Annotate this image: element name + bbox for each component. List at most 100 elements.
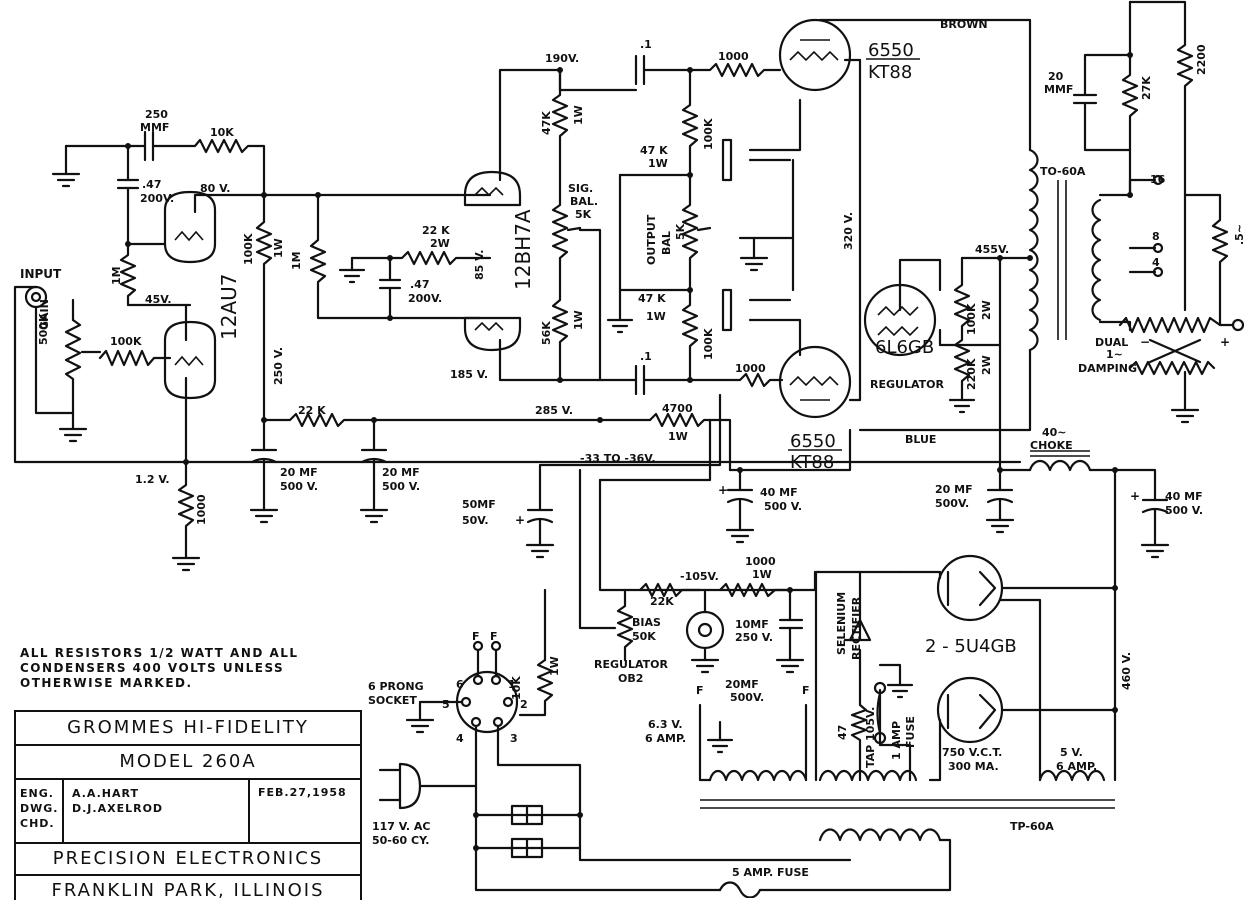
c20mf-b-label: 20 MF (382, 466, 420, 479)
r100k-grid-label: 100K (110, 335, 142, 348)
fil5-label: 5 V. (1060, 746, 1083, 759)
v455-label: 455V. (975, 243, 1009, 256)
r100k-a-label: 100K (702, 118, 715, 150)
r1m-b-label: 1M (290, 251, 303, 270)
input-label: INPUT (20, 267, 62, 281)
r2200-label: 2200 (1195, 44, 1208, 75)
c47a-volt: 200V. (140, 192, 174, 205)
pin-f1: F (472, 630, 480, 643)
note-line-2: CONDENSERS 400 VOLTS UNLESS (20, 661, 285, 675)
r4700-watt: 1W (668, 430, 688, 443)
c20mmf-label: 20 (1048, 70, 1064, 83)
r100k2w-label: 100K (965, 303, 978, 335)
selenium-2: RECTIFIER (850, 596, 863, 660)
r100k-b-label: 100K (702, 328, 715, 360)
c1b-label: .1 (640, 350, 652, 363)
c50mf-label: 50MF (462, 498, 496, 511)
r1000-b-label: 1000 (735, 362, 766, 375)
r47k1w-c-label: 47 K (638, 292, 666, 305)
c20mf-a-label: 20 MF (280, 466, 318, 479)
resistor-notes: ALL RESISTORS 1/2 WATT AND ALL CONDENSER… (20, 646, 350, 691)
tp60a-label: TP-60A (1010, 820, 1054, 833)
r47k1w-b-watt: 1W (648, 157, 668, 170)
r47-label: 47 (836, 725, 849, 740)
bias-label: BIAS (632, 616, 661, 629)
pin-6: 6 (456, 678, 464, 691)
labels: INPUT GAIN 500K 250 MMF 10K .47 200V. 80… (20, 18, 1246, 879)
r1000-cath-label: 1000 (195, 494, 208, 525)
fuse1-2: FUSE (904, 716, 917, 748)
junctions (125, 52, 1133, 851)
sig-bal-3: 5K (575, 208, 592, 221)
tube-6550-top: 6550 (868, 40, 914, 61)
c20mmf-unit: MMF (1044, 83, 1073, 96)
r10k-label: 10K (210, 126, 234, 139)
c20mf-b-volt: 500 V. (382, 480, 420, 493)
r4700-label: 4700 (662, 402, 693, 415)
tube-6l6gb: 6L6GB (875, 337, 934, 358)
fil-f-left: F (696, 684, 704, 697)
title-model: MODEL 260A (16, 746, 360, 780)
socket-label-2: SOCKET (368, 694, 417, 707)
eng-label: ENG. (20, 787, 54, 800)
v45-label: 45V. (145, 293, 172, 306)
pin-5: 5 (442, 698, 450, 711)
c40mf-b-plus: + (1130, 489, 1140, 503)
c20mf-c-volt: 500V. (935, 497, 969, 510)
v105-label: -105V. (680, 570, 719, 583)
c1a-label: .1 (640, 38, 652, 51)
v285-label: 285 V. (535, 404, 573, 417)
drawing-date: FEB.27,1958 (258, 786, 347, 799)
c20mf-a-volt: 500 V. (280, 480, 318, 493)
dual-label: DUAL (1095, 336, 1128, 349)
brown-label: BROWN (940, 18, 988, 31)
pin-1: 1 (508, 678, 516, 691)
note-line-1: ALL RESISTORS 1/2 WATT AND ALL (20, 646, 299, 660)
dwg-label: DWG. (20, 802, 59, 815)
vct-ma: 300 MA. (948, 760, 999, 773)
title-credits: ENG. DWG. CHD. A.A.HART D.J.AXELROD FEB.… (16, 780, 360, 844)
r22k2w-label: 22 K (422, 224, 450, 237)
r100k-plate-label: 100K (242, 233, 255, 265)
ob2-regulator-label: REGULATOR (594, 658, 668, 671)
socket-label-1: 6 PRONG (368, 680, 424, 693)
c10mf-label: 10MF (735, 618, 769, 631)
c40mf-a-volt: 500 V. (764, 500, 802, 513)
r22k-label: 22 K (298, 404, 326, 417)
r47k1w-a-watt: 1W (572, 105, 585, 125)
tap4: 4 (1152, 256, 1160, 269)
tube-kt88-top: KT88 (868, 62, 912, 83)
fuse5-label: 5 AMP. FUSE (732, 866, 809, 879)
r27k-label: 27K (1140, 76, 1153, 100)
r1m-a-label: 1M (110, 266, 123, 285)
wiring (13, 0, 1245, 898)
title-block: GROMMES HI-FIDELITY MODEL 260A ENG. DWG.… (14, 710, 362, 901)
r47k1w-a-label: 47K (540, 111, 553, 135)
v85-label: 85 V. (473, 250, 486, 280)
r56k-label: 56K (540, 321, 553, 345)
r10k-socket-watt: 1W (548, 656, 561, 676)
r100k-plate-watt: 1W (272, 238, 285, 258)
r47k1w-c-watt: 1W (646, 310, 666, 323)
v320-label: 320 V. (842, 212, 855, 250)
c47b-volt: 200V. (408, 292, 442, 305)
pin-f2: F (490, 630, 498, 643)
r10k-socket-label: 10K (510, 676, 523, 700)
gain-label: GAIN (38, 299, 51, 330)
tube-6550-bot: 6550 (790, 431, 836, 452)
c47b-label: .47 (410, 278, 430, 291)
c40mf-a-plus: + (718, 483, 728, 497)
c40mf-b-volt: 500 V. (1165, 504, 1203, 517)
choke-val: 40~ (1042, 426, 1067, 439)
choke-label: CHOKE (1030, 439, 1073, 452)
fil63-label: 6.3 V. (648, 718, 683, 731)
title-location: FRANKLIN PARK, ILLINOIS (51, 880, 325, 901)
title-maker: PRECISION ELECTRONICS (16, 844, 360, 876)
pin-2: 2 (520, 698, 528, 711)
selenium-1: SELENIUM (835, 592, 848, 655)
fuse1-1: 1 AMP (890, 721, 903, 760)
tap105-label: TAP 105V. (864, 707, 877, 768)
r1000-1w-label: 1000 (745, 555, 776, 568)
v190-label: 190V. (545, 52, 579, 65)
chd-label: CHD. (20, 817, 55, 830)
